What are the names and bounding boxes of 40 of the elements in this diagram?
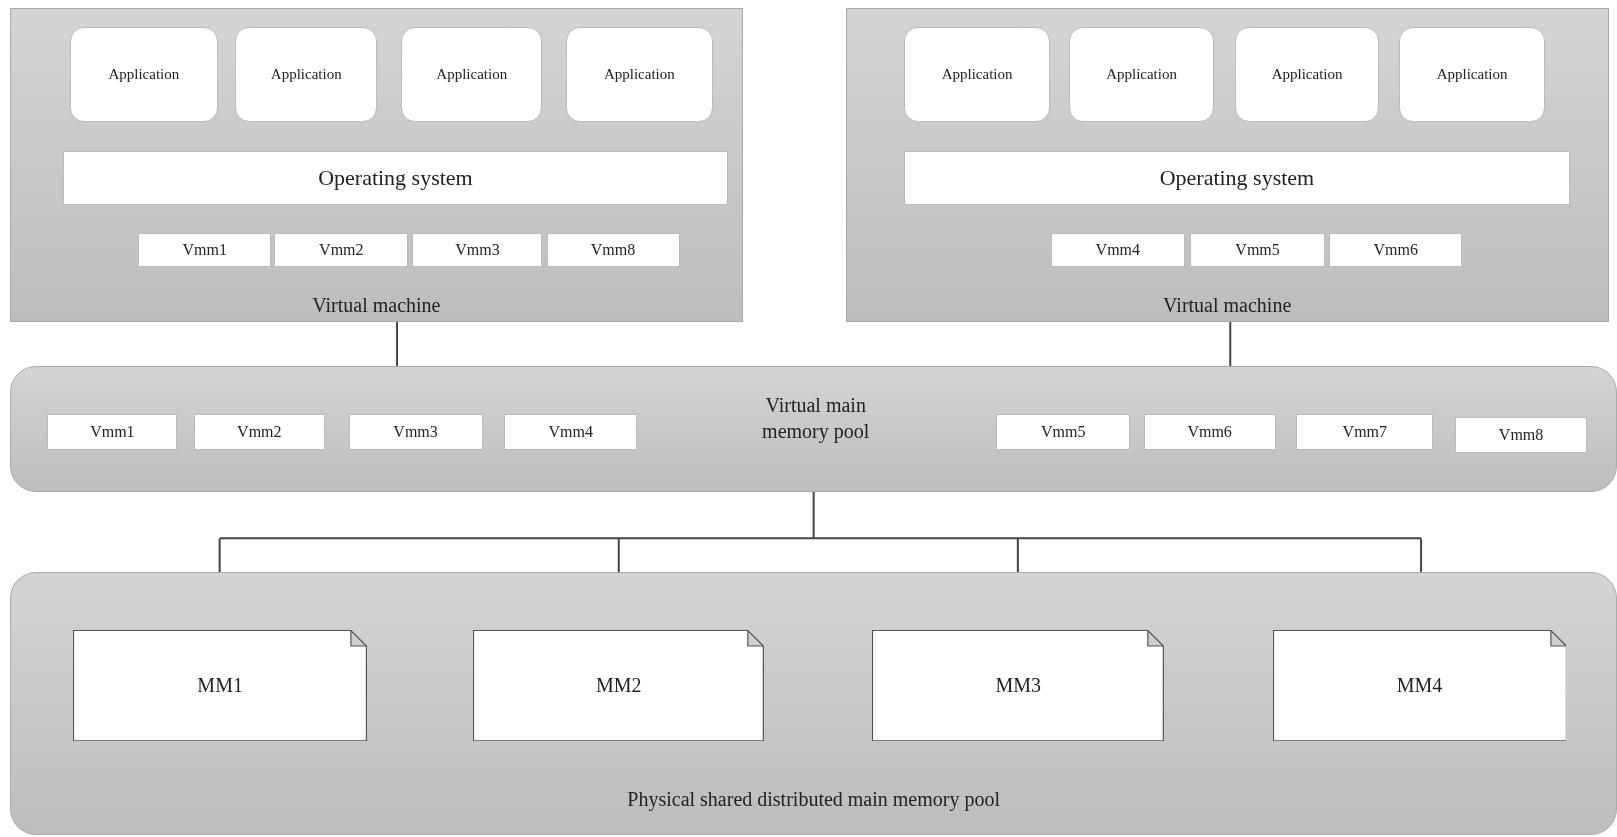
application-box: Application <box>235 26 378 122</box>
memory-module-box: Vmm1 <box>47 413 178 450</box>
application-box: Application <box>904 26 1050 122</box>
memory-page-box: MM2 <box>473 630 765 742</box>
memory-module-box: Vmm5 <box>1190 233 1326 268</box>
operating-system-bar: Operating system <box>904 150 1570 206</box>
memory-module-box: Vmm2 <box>193 413 325 450</box>
panel-label: Physical shared distributed main memory pool <box>626 787 1001 811</box>
operating-system-bar: Operating system <box>62 150 729 206</box>
connector-line <box>396 320 399 368</box>
memory-module-box: Vmm8 <box>546 233 680 268</box>
memory-page-box: MM4 <box>1272 630 1567 742</box>
memory-module-box: Vmm2 <box>274 233 409 268</box>
memory-module-box: Vmm3 <box>348 413 483 450</box>
memory-module-box: Vmm5 <box>996 413 1131 450</box>
connector-line <box>1229 320 1232 368</box>
memory-module-box: Vmm4 <box>504 413 638 450</box>
application-box: Application <box>401 26 543 122</box>
memory-module-box: Vmm7 <box>1296 413 1434 450</box>
application-box: Application <box>566 26 713 122</box>
memory-pool-panel <box>10 572 1617 836</box>
virtual-machine-panel <box>845 8 1609 322</box>
panel-label: Virtual machine <box>1162 293 1293 317</box>
connector-line <box>218 490 1423 574</box>
application-box: Application <box>70 26 218 122</box>
memory-page-box: MM1 <box>73 630 368 742</box>
virtual-machine-panel <box>10 8 743 322</box>
memory-module-box: Vmm6 <box>1329 233 1463 268</box>
memory-page-box: MM3 <box>872 630 1165 742</box>
memory-pool-panel <box>10 366 1617 492</box>
memory-module-box: Vmm3 <box>412 233 543 268</box>
memory-module-box: Vmm6 <box>1143 413 1276 450</box>
application-box: Application <box>1235 26 1379 122</box>
application-box: Application <box>1399 26 1545 122</box>
memory-module-box: Vmm4 <box>1050 233 1185 268</box>
panel-label: Virtual main memory pool <box>761 392 871 444</box>
panel-label: Virtual machine <box>311 293 442 317</box>
memory-module-box: Vmm1 <box>138 233 272 268</box>
application-box: Application <box>1069 26 1214 122</box>
memory-module-box: Vmm8 <box>1455 416 1588 453</box>
